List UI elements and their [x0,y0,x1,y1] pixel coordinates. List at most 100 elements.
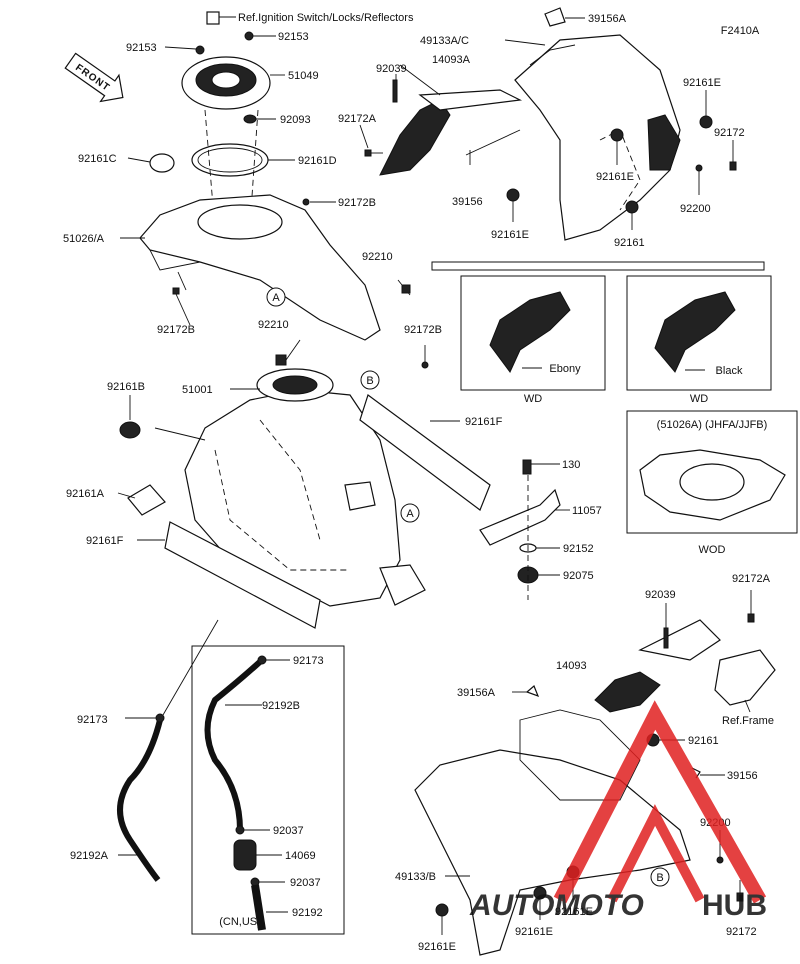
callout-a-right [400,503,420,523]
part-label: 49133A/C [420,35,469,47]
part-label: 39156A [588,13,627,25]
part-label: 92210 [362,251,393,263]
part-label: 11057 [572,505,602,517]
screw-92039-top [392,79,398,103]
part-label: 14093A [432,54,471,66]
bolt-92172b-right [421,361,429,369]
grommet-92161e-a [506,188,520,202]
part-label: 51001 [182,384,213,396]
part-label: 92161E [683,77,721,89]
emblem-39156a-top [544,7,566,27]
svg-text:A: A [272,292,280,304]
part-label: 92192B [262,700,300,712]
lower-shroud-49133b [414,590,776,956]
valve-14069 [233,839,257,871]
fuel-hose-assembly [117,619,345,935]
clip-92210-lower [275,354,287,366]
part-label: 92075 [563,570,594,582]
part-label: 92161D [298,155,337,167]
part-label: 14069 [285,850,316,862]
part-label: Ref.Ignition Switch/Locks/Reflectors [238,12,414,24]
bolt-130 [522,459,532,475]
part-label: 92192A [70,850,109,862]
part-label: 92161 [614,237,645,249]
clip-92210-top [401,284,411,294]
front-arrow-icon: FRONT [64,52,124,103]
part-label: 92161E [491,229,529,241]
part-label: 92161 [688,735,719,747]
side-panel-14093a [379,99,451,176]
part-label: 92161E [418,941,456,953]
part-label: 92161E [515,926,553,938]
part-label: 92172B [157,324,195,336]
bolt-92172-top [729,161,737,171]
part-label: 39156A [457,687,496,699]
watermark-logo: AUTOMOTO HUB [469,700,767,922]
callout-b-top [360,370,380,390]
part-label: 92210 [258,319,289,331]
part-label: 92161E [596,171,634,183]
svg-text:B: B [656,872,663,884]
part-label: 92161C [78,153,117,165]
cn-us-box [191,645,345,935]
grommet-92161c [149,153,175,173]
bolt-92172a-bottom [747,613,755,623]
pad-92161f-lower [164,521,321,629]
label-wd-2: WD [690,393,708,405]
part-label: 92161B [107,381,145,393]
part-label: 49133/B [395,871,436,883]
side-panel-14093 [594,671,661,713]
upper-shroud-49133a [359,7,737,241]
part-label: 92039 [376,63,407,75]
grommet-92161b [119,421,141,439]
screw-92153-left [195,45,205,55]
part-label: 92172B [404,324,442,336]
part-label: 92200 [680,203,711,215]
grommet-92161e-b [610,128,624,142]
part-label: 51026/A [63,233,105,245]
watermark-text-hub: HUB [702,889,767,922]
part-label: 130 [562,459,580,471]
variant-box-jhfa [626,410,798,534]
part-label: 92172B [338,197,376,209]
label-cn-us: (CN,US) [219,916,261,928]
ignition-ref-screw [206,11,220,25]
tank-cap-assembly [127,11,295,231]
callout-b-bottom [650,867,670,887]
label-ebony: Ebony [549,363,581,375]
frame-ref [714,649,776,706]
part-label: 92161F [86,535,124,547]
part-label: 92152 [563,543,594,555]
o-ring-92093 [243,114,257,124]
label-wd-1: WD [524,393,542,405]
diagram-code: F2410A [721,25,760,37]
part-label: 92153 [278,31,309,43]
clamp-92173-left [155,713,165,723]
part-label: 92173 [293,655,324,667]
screw-92153-right [244,31,254,41]
part-label: 92161A [66,488,105,500]
watermark-text-automoto: AUTOMOTO [469,889,644,922]
grommet-92161e-d [435,903,449,917]
variant-box-black [626,275,772,391]
label-wod: WOD [699,544,726,556]
pad-92161a [127,484,166,516]
pad-92161f-upper [359,394,491,511]
part-label: 39156 [727,770,758,782]
bolt-92172b-top [302,198,310,206]
part-label: 14093 [556,660,587,672]
part-label: 92161E [555,906,593,918]
gasket-92161d [191,143,269,177]
part-label: 92039 [645,589,676,601]
svg-text:A: A [406,508,414,520]
variant-boxes: Ebony WD Black WD (51026A) (JHFA/JJFB) W… [219,261,798,928]
svg-text:B: B [366,375,373,387]
clamp-92173-box [257,655,267,665]
label-black: Black [716,365,743,377]
nut-92200-top [695,164,703,172]
part-label: 92172A [732,573,771,585]
emblem-39156a-bottom [525,684,540,698]
part-label: 92172A [338,113,377,125]
grommet-92161 [625,200,639,214]
